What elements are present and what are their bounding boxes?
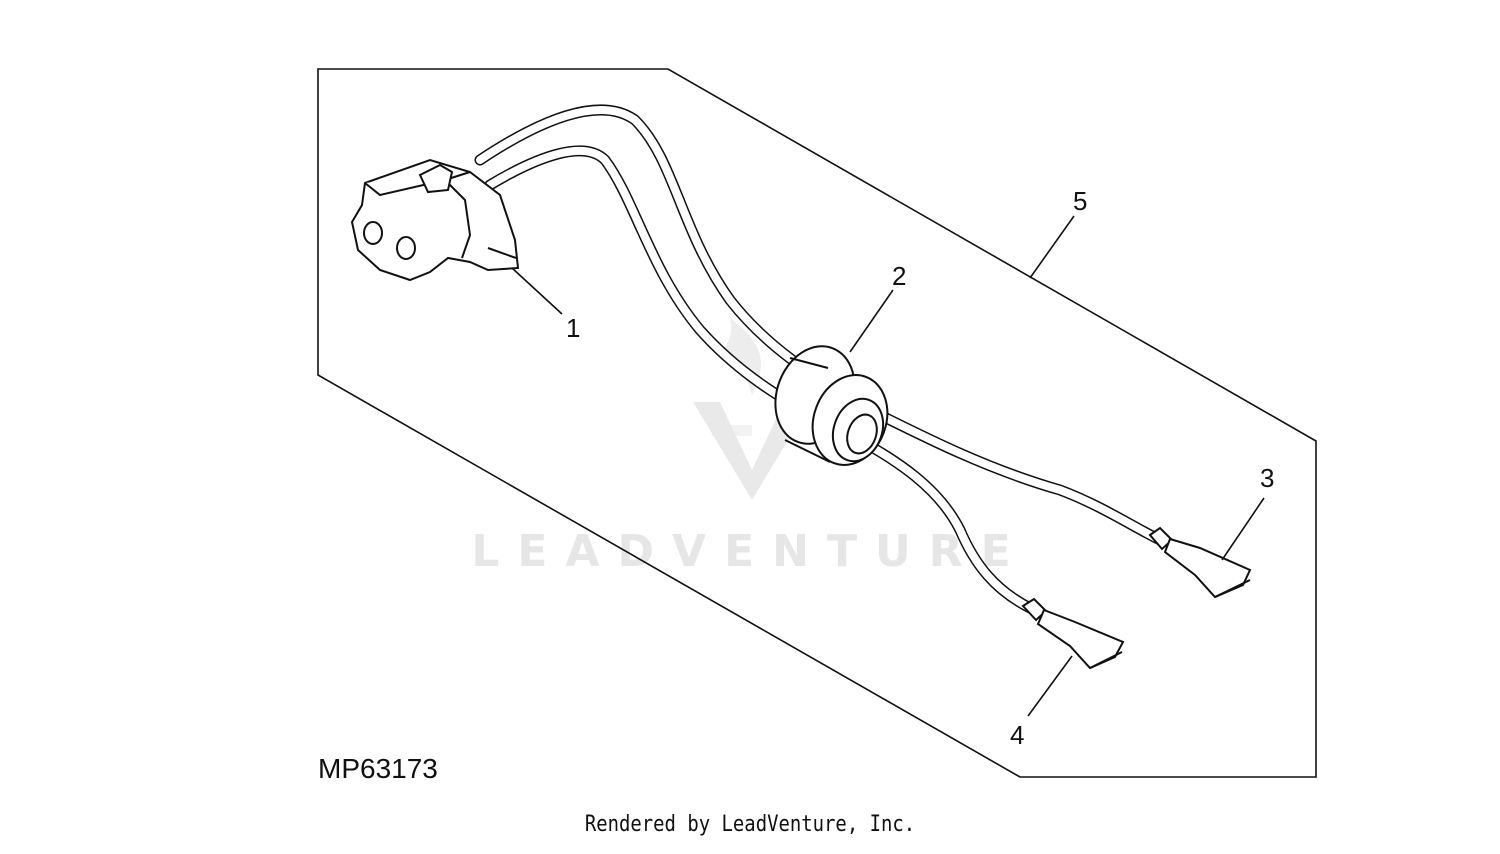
leader-line-2 (849, 289, 894, 353)
leader-lines (511, 215, 1265, 717)
connector-pin-hole-left (363, 221, 383, 245)
leader-line-4 (1027, 655, 1073, 717)
wire-lead-lower (484, 145, 1036, 614)
kit-boundary (317, 68, 1317, 778)
connector-housing (350, 158, 520, 282)
leader-line-5 (1029, 215, 1075, 279)
callout-1[interactable]: 1 (566, 313, 580, 343)
connector-pin-hole-right (396, 236, 416, 260)
callout-2[interactable]: 2 (892, 261, 906, 291)
callout-4[interactable]: 4 (1010, 720, 1024, 750)
grommet (774, 345, 889, 466)
leader-line-1 (511, 267, 563, 315)
callout-3[interactable]: 3 (1260, 463, 1274, 493)
callouts: 1 2 3 4 5 (566, 186, 1274, 750)
leader-line-3 (1221, 497, 1265, 561)
callout-5[interactable]: 5 (1073, 186, 1087, 216)
terminal-upper (1148, 526, 1252, 599)
wire-harness (474, 104, 1166, 614)
terminal-lower (1021, 597, 1125, 670)
figure-id: MP63173 (318, 753, 438, 784)
footer-credit: Rendered by LeadVenture, Inc. (584, 812, 916, 837)
watermark-text: LEADVENTURE (471, 526, 1028, 577)
wire-lead-upper (474, 104, 1166, 546)
